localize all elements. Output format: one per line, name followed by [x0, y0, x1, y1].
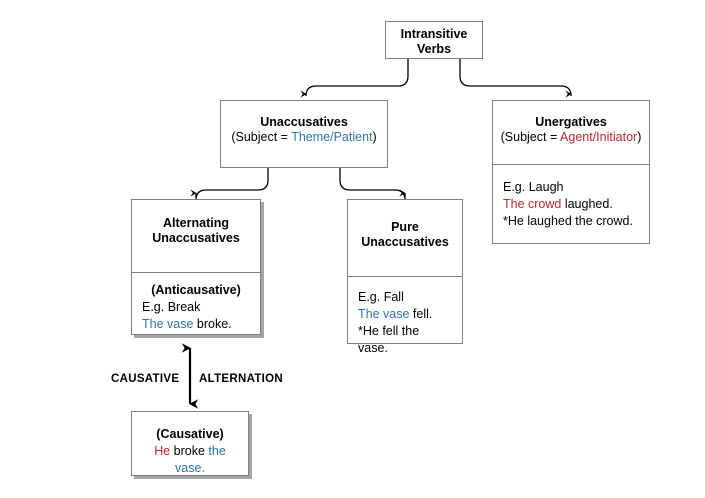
node-alternating-body-heading: (Anticausative): [151, 283, 241, 297]
edge-unaccusatives-to-alternating: [190, 168, 269, 201]
node-pure-unaccusatives-line2: Unaccusatives: [361, 235, 449, 249]
node-causative-sentence-object: the vase.: [175, 444, 226, 475]
node-unaccusatives-header: Unaccusatives (Subject = Theme/Patient): [221, 101, 387, 153]
node-pure-sentence-rest: fell.: [409, 307, 433, 321]
node-unaccusatives-subject-prefix: (Subject =: [231, 130, 292, 144]
node-pure-sentence-subject: The vase: [358, 307, 410, 321]
edge-root-to-unaccusatives: [300, 59, 409, 98]
node-alternating-sentence-rest: broke.: [193, 317, 232, 331]
node-unaccusatives-subject: (Subject = Theme/Patient): [225, 130, 383, 145]
node-intransitive-verbs[interactable]: Intransitive Verbs: [385, 21, 483, 59]
node-pure-unaccusatives-line1: Pure: [391, 220, 419, 234]
node-intransitive-verbs-line1: Intransitive: [400, 27, 468, 41]
node-pure-unaccusatives[interactable]: Pure Unaccusatives E.g. Fall The vase fe…: [347, 199, 463, 355]
node-pure-unaccusatives-divider: [348, 276, 462, 277]
node-pure-unaccusatives-header: Pure Unaccusatives: [348, 200, 462, 276]
node-alternating-sentence-subject: The vase: [142, 317, 194, 331]
node-unergatives-body: E.g. Laugh The crowd laughed. *He laughe…: [493, 165, 649, 238]
node-unergatives-header: Unergatives (Subject = Agent/Initiator): [493, 101, 649, 164]
node-unergatives-ungrammatical: *He laughed the crowd.: [503, 214, 633, 228]
node-unergatives-subject-role: Agent/Initiator: [560, 130, 638, 144]
node-unergatives-sentence: The crowd laughed.: [503, 196, 639, 213]
node-causative-sentence: He broke the vase.: [142, 443, 238, 477]
node-alternating-unaccusatives-line2: Unaccusatives: [152, 231, 240, 245]
edge-root-to-unergatives: [459, 59, 572, 98]
node-alternating-example-label: E.g. Break: [142, 300, 201, 314]
label-alternation: ALTERNATION: [199, 373, 284, 385]
node-alternating-sentence: The vase broke.: [142, 316, 250, 333]
node-unaccusatives-title: Unaccusatives: [260, 115, 348, 129]
node-causative-body-heading: (Causative): [156, 427, 224, 441]
node-pure-unaccusatives-body: E.g. Fall The vase fell. *He fell the va…: [348, 277, 462, 365]
node-unergatives-sentence-subject: The crowd: [503, 197, 562, 211]
node-alternating-unaccusatives-divider: [132, 272, 260, 273]
node-alternating-unaccusatives[interactable]: Alternating Unaccusatives (Anticausative…: [131, 199, 261, 335]
node-alternating-unaccusatives-header: Alternating Unaccusatives: [132, 200, 260, 272]
node-alternating-unaccusatives-line1: Alternating: [163, 216, 229, 230]
node-causative[interactable]: (Causative) He broke the vase.: [131, 411, 249, 476]
node-intransitive-verbs-line2: Verbs: [416, 42, 452, 56]
node-unergatives-title: Unergatives: [535, 115, 607, 129]
node-unaccusatives-subject-suffix: ): [372, 130, 377, 144]
node-unergatives-divider: [493, 164, 649, 165]
node-unergatives-example-label: E.g. Laugh: [503, 180, 564, 194]
node-unergatives-sentence-rest: laughed.: [561, 197, 613, 211]
node-causative-sentence-verb: broke: [170, 444, 209, 458]
node-unergatives[interactable]: Unergatives (Subject = Agent/Initiator) …: [492, 100, 650, 244]
node-unergatives-subject: (Subject = Agent/Initiator): [497, 130, 645, 145]
node-pure-ungrammatical: *He fell the vase.: [358, 324, 420, 355]
node-pure-sentence: The vase fell.: [358, 306, 452, 323]
node-unaccusatives-subject-role: Theme/Patient: [291, 130, 373, 144]
node-causative-body: (Causative) He broke the vase.: [132, 412, 248, 485]
node-intransitive-verbs-title: Intransitive Verbs: [386, 22, 482, 65]
node-unergatives-subject-prefix: (Subject =: [500, 130, 561, 144]
node-unergatives-subject-suffix: ): [637, 130, 642, 144]
label-causative: CAUSATIVE: [111, 373, 180, 385]
edge-unaccusatives-to-pure: [339, 168, 406, 201]
node-alternating-unaccusatives-body: (Anticausative) E.g. Break The vase brok…: [132, 273, 260, 341]
node-pure-example-label: E.g. Fall: [358, 290, 404, 304]
node-causative-sentence-subject: He: [154, 444, 171, 458]
node-unaccusatives[interactable]: Unaccusatives (Subject = Theme/Patient): [220, 100, 388, 168]
